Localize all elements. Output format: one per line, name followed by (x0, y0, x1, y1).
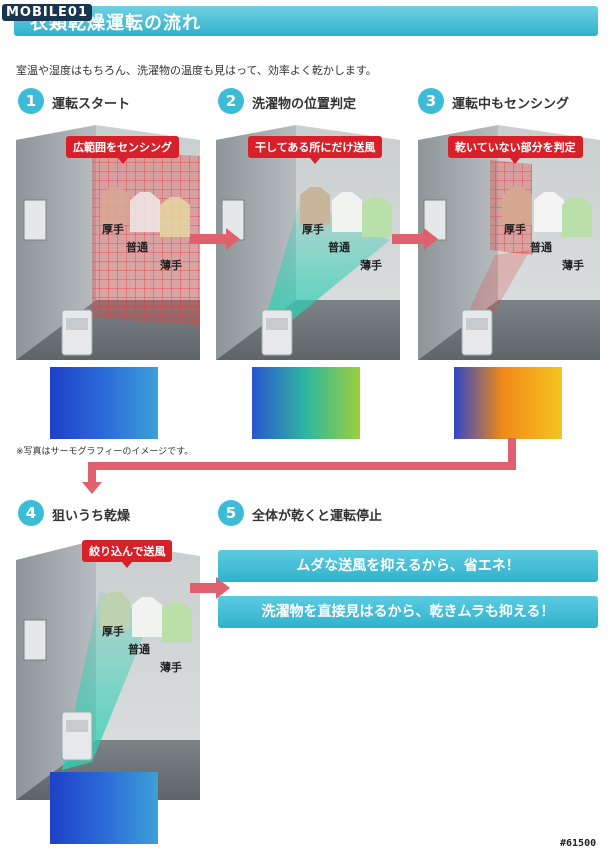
label-normal-3: 普通 (530, 241, 552, 254)
room-1-illustration (16, 125, 200, 360)
step-4-label: 狙いうち乾燥 (52, 509, 131, 524)
room-4-illustration (16, 540, 200, 800)
logo: MOBILE01 (2, 4, 92, 21)
clothes-room-2 (300, 187, 392, 237)
step-3-tag: 乾いていない部分を判定 (448, 136, 583, 164)
thermograph-1 (50, 367, 158, 439)
thermograph-4 (50, 772, 158, 844)
label-normal-1: 普通 (126, 241, 148, 254)
thermography-note: ※写真はサーモグラフィーのイメージです。 (16, 447, 194, 457)
header-bar (14, 6, 598, 36)
label-thick-4: 厚手 (102, 625, 124, 638)
room-2-illustration (216, 125, 400, 360)
label-thin-3: 薄手 (562, 259, 584, 272)
thermograph-3 (454, 367, 562, 439)
watermark: #61500 (560, 838, 597, 849)
step-2-label: 洗濯物の位置判定 (252, 97, 357, 112)
step-2-tag: 干してある所にだけ送風 (248, 136, 383, 164)
banner-even-drying: 洗濯物を直接見はるから、乾きムラも抑える！ (218, 596, 598, 628)
step-3-number: 3 (418, 88, 444, 114)
clothes-room-4 (100, 592, 192, 642)
step-1-label: 運転スタート (52, 97, 131, 112)
label-thick-1: 厚手 (102, 223, 124, 236)
step-5-number: 5 (218, 500, 244, 526)
label-thin-1: 薄手 (160, 259, 182, 272)
clothes-room-3 (502, 187, 592, 237)
label-normal-2: 普通 (328, 241, 350, 254)
step-4-number: 4 (18, 500, 44, 526)
thermograph-2 (252, 367, 360, 439)
flow-arrow-3-4 (82, 438, 516, 494)
clothes-room-1 (100, 187, 190, 237)
flow-arrow-2-3 (392, 228, 438, 250)
label-normal-4: 普通 (128, 643, 150, 656)
step-5-label: 全体が乾くと運転停止 (252, 509, 383, 524)
step-1-tag: 広範囲をセンシング (66, 136, 179, 164)
step-1-number: 1 (18, 88, 44, 114)
label-thin-2: 薄手 (360, 259, 382, 272)
intro-text: 室温や湿度はもちろん、洗濯物の温度も見はって、効率よく乾かします。 (16, 64, 377, 77)
step-2-number: 2 (218, 88, 244, 114)
step-3-label: 運転中もセンシング (452, 97, 570, 112)
label-thick-3: 厚手 (504, 223, 526, 236)
flow-arrow-4-5 (190, 577, 230, 599)
flow-arrow-1-2 (190, 228, 240, 250)
label-thin-4: 薄手 (160, 661, 182, 674)
label-thick-2: 厚手 (302, 223, 324, 236)
room-3-illustration (418, 125, 600, 360)
step-4-tag: 絞り込んで送風 (82, 540, 173, 568)
banner-energy-saving: ムダな送風を抑えるから、省エネ！ (218, 550, 598, 582)
